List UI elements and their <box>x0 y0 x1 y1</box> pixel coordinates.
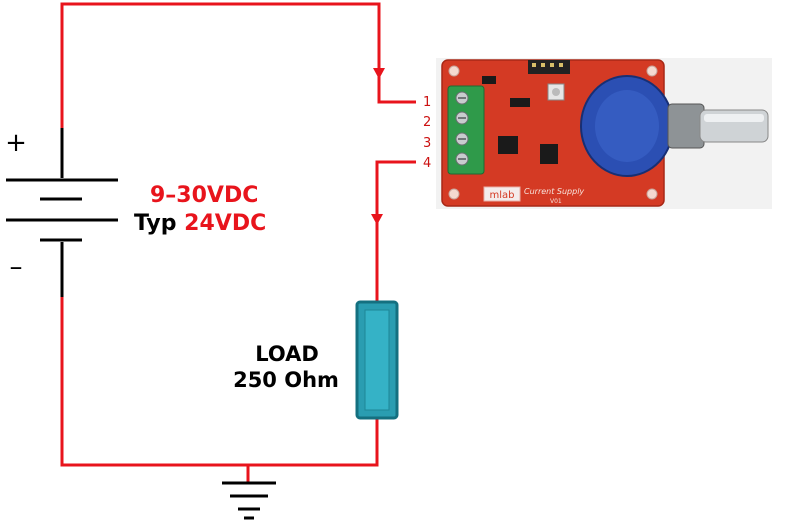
battery-minus-sign: – <box>10 252 23 282</box>
board-version: V01 <box>550 198 562 205</box>
current-supply-module-image: mlab Current Supply V01 <box>436 58 772 209</box>
smd-component <box>510 98 530 107</box>
ic-chip <box>540 144 558 164</box>
mounting-hole <box>448 188 460 200</box>
arrow-down-icon <box>373 68 385 79</box>
typ-value: 24VDC <box>184 211 266 236</box>
typ-prefix: Typ <box>134 211 177 236</box>
voltage-range-label: 9–30VDC <box>150 183 258 208</box>
smd-component <box>482 76 496 84</box>
ground-icon <box>222 481 276 520</box>
pin-label-3: 3 <box>423 136 431 151</box>
typical-voltage-label: Typ 24VDC <box>134 211 266 236</box>
wire-battery-positive-to-pin1 <box>60 2 416 128</box>
mounting-hole <box>646 188 658 200</box>
pin-label-2: 2 <box>423 115 431 130</box>
current-arrows <box>371 68 385 225</box>
brand-logo-box <box>483 186 521 202</box>
mounting-hole <box>448 65 460 77</box>
load-resistor <box>355 300 399 420</box>
pin-label-1: 1 <box>423 95 431 110</box>
potentiometer-nut <box>667 103 705 149</box>
battery-symbol <box>6 128 118 297</box>
arrow-down-icon <box>371 214 383 225</box>
battery-plus-sign: + <box>5 128 27 158</box>
wires <box>60 2 416 482</box>
mounting-hole <box>646 65 658 77</box>
wire-load-to-ground <box>60 297 379 467</box>
terminal-block <box>447 85 485 175</box>
load-resistance: 250 Ohm <box>233 368 339 392</box>
board-name: Current Supply <box>524 187 584 196</box>
terminal-screws <box>455 91 469 166</box>
pin-label-4: 4 <box>423 156 431 171</box>
pin-labels: 1 2 3 4 <box>423 95 431 171</box>
brand-logo: mlab <box>490 190 515 201</box>
wire-pin4-to-load <box>375 160 416 302</box>
ic-chip <box>498 136 518 154</box>
load-title: LOAD <box>255 342 319 366</box>
